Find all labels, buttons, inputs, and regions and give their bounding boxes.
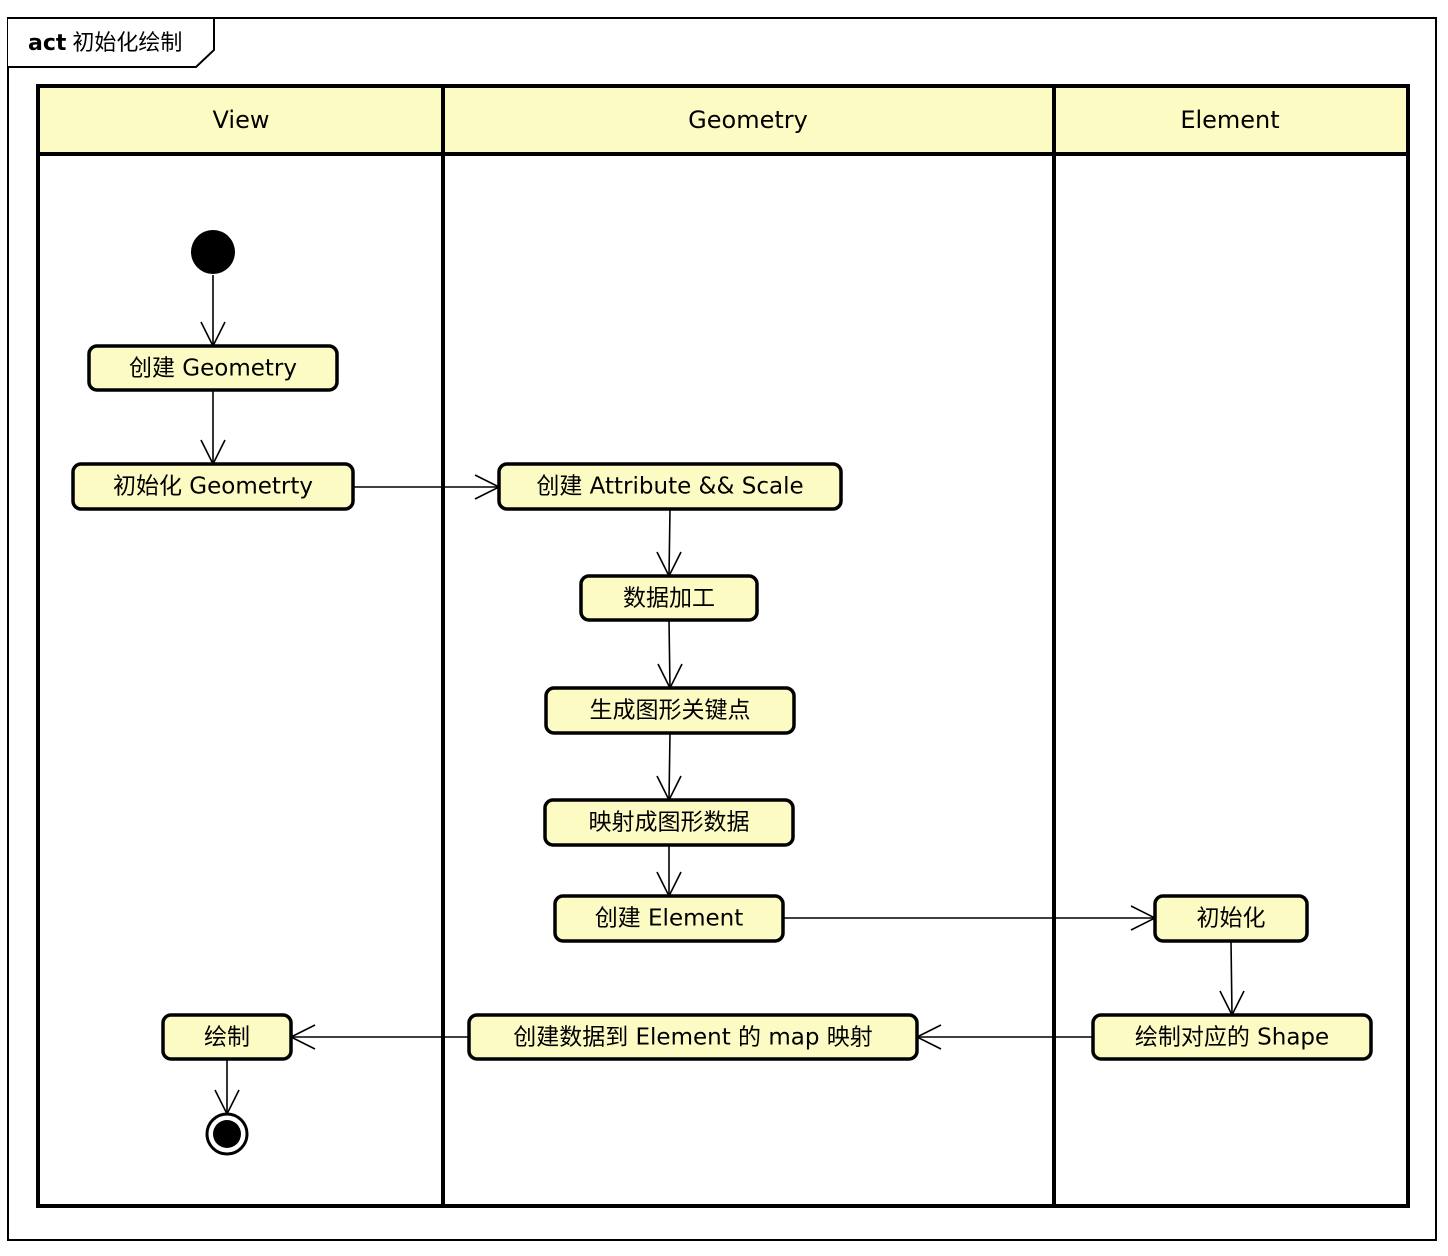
action-draw[interactable]: 绘制 bbox=[161, 1013, 293, 1061]
action-label: 创建 Geometry bbox=[129, 356, 297, 382]
flow-arrow bbox=[200, 390, 226, 466]
action-label: 创建 Element bbox=[595, 906, 744, 932]
action-draw-shape[interactable]: 绘制对应的 Shape bbox=[1091, 1013, 1373, 1061]
flow-arrow bbox=[1219, 940, 1245, 1017]
action-label: 绘制 bbox=[204, 1025, 250, 1051]
flow-arrow bbox=[657, 619, 683, 690]
action-label: 创建数据到 Element 的 map 映射 bbox=[513, 1025, 873, 1051]
action-label: 初始化 Geometrty bbox=[113, 474, 313, 500]
frame-name: 初始化绘制 bbox=[72, 31, 182, 56]
action-create-geometry[interactable]: 创建 Geometry bbox=[87, 344, 339, 392]
lane-header-view bbox=[36, 84, 445, 156]
action-element-init[interactable]: 初始化 bbox=[1153, 894, 1309, 943]
action-label: 生成图形关键点 bbox=[590, 698, 751, 724]
diagram-frame bbox=[7, 17, 1437, 1241]
lane-header-geometry bbox=[441, 84, 1056, 156]
action-create-attribute-scale[interactable]: 创建 Attribute && Scale bbox=[497, 462, 843, 511]
action-label: 数据加工 bbox=[623, 586, 715, 612]
flow-arrow bbox=[656, 732, 682, 802]
flow-arrow bbox=[915, 1024, 1093, 1050]
flow-arrow bbox=[656, 508, 682, 578]
flow-arrow bbox=[353, 474, 501, 500]
action-create-element-map[interactable]: 创建数据到 Element 的 map 映射 bbox=[467, 1013, 919, 1061]
lane-title-view: View bbox=[213, 106, 270, 134]
lane-title-element: Element bbox=[1180, 106, 1279, 134]
action-label: 映射成图形数据 bbox=[589, 810, 750, 836]
initial-node bbox=[191, 230, 235, 274]
action-generate-keypoints[interactable]: 生成图形关键点 bbox=[544, 686, 796, 735]
frame-label-tab bbox=[8, 17, 215, 68]
flow-arrow bbox=[214, 1059, 240, 1116]
action-create-element[interactable]: 创建 Element bbox=[553, 894, 785, 943]
lane-header-element bbox=[1052, 84, 1410, 156]
action-data-process[interactable]: 数据加工 bbox=[579, 574, 759, 622]
action-init-geometry[interactable]: 初始化 Geometrty bbox=[71, 462, 355, 511]
swimlanes: View Geometry Element bbox=[36, 84, 1410, 1208]
lane-title-geometry: Geometry bbox=[688, 106, 808, 134]
flow-arrow bbox=[783, 905, 1157, 931]
action-label: 创建 Attribute && Scale bbox=[536, 474, 803, 500]
final-node bbox=[205, 1112, 249, 1156]
action-label: 绘制对应的 Shape bbox=[1135, 1025, 1329, 1051]
action-label: 初始化 bbox=[1197, 906, 1266, 932]
flow-arrow bbox=[200, 275, 226, 348]
action-map-shape-data[interactable]: 映射成图形数据 bbox=[543, 798, 795, 847]
flow-arrow bbox=[656, 845, 682, 898]
frame-keyword: act bbox=[28, 31, 67, 56]
